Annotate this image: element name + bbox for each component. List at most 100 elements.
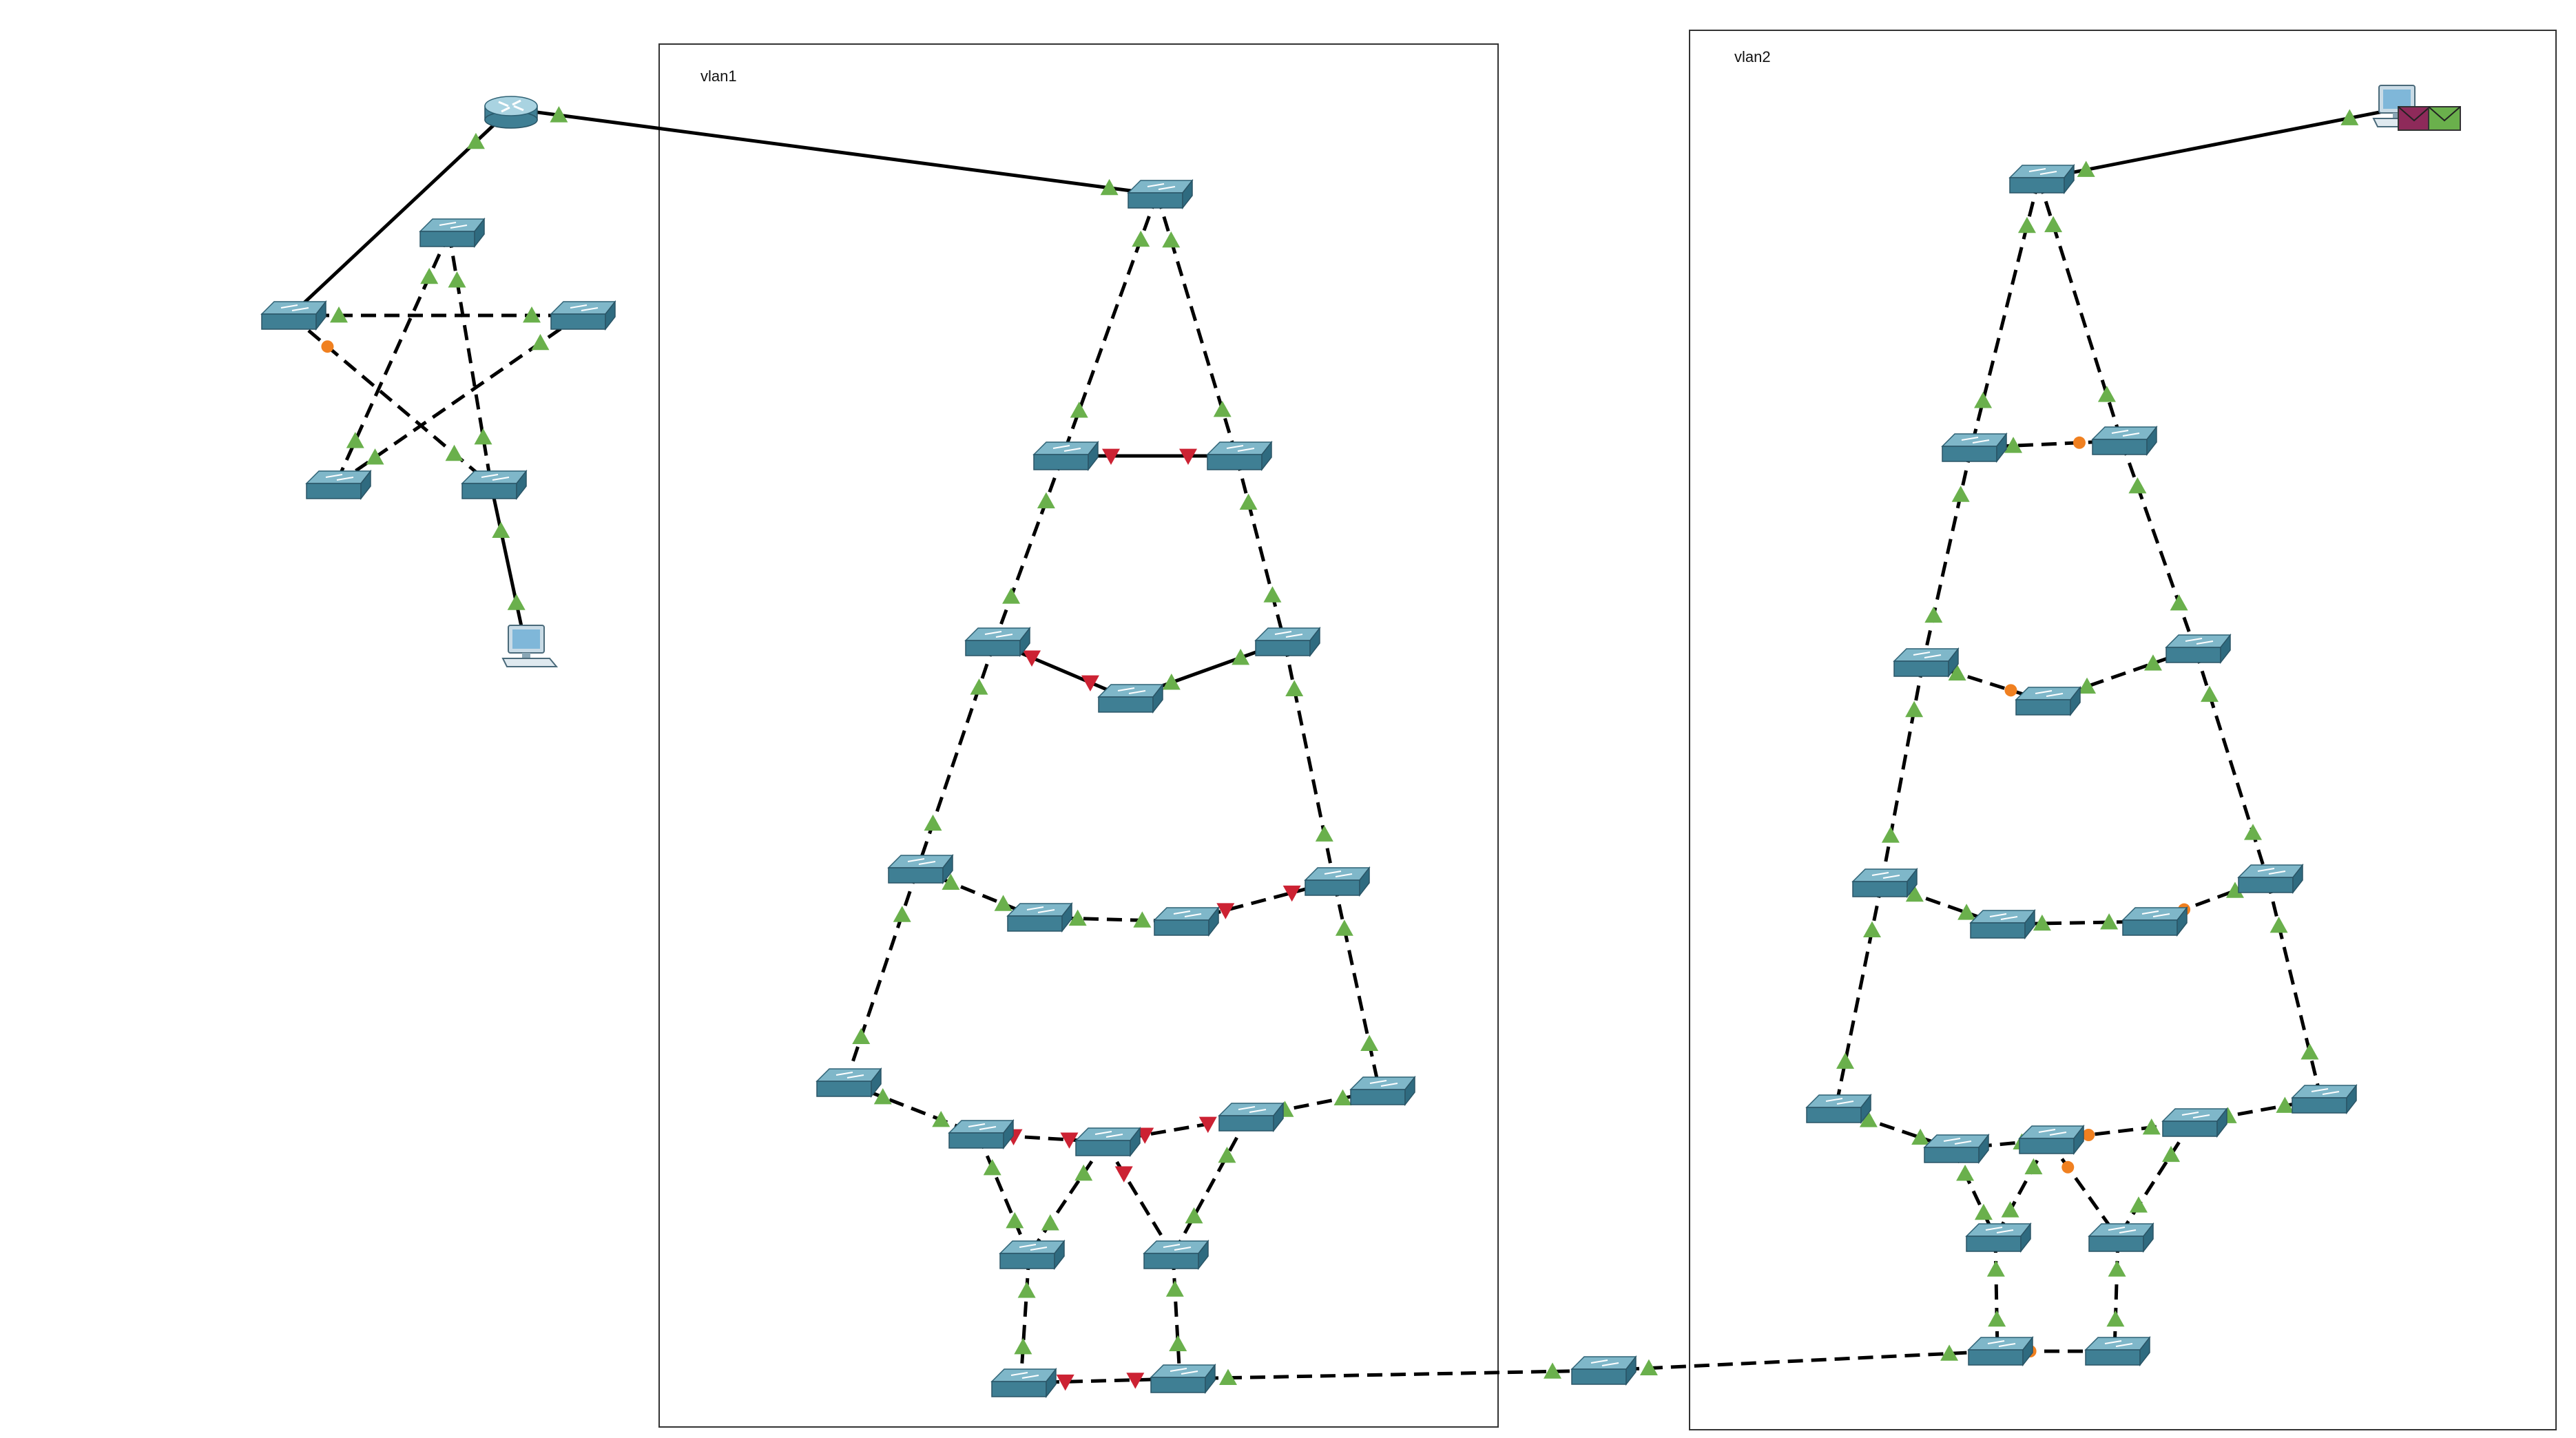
link-v2_4ml-v2_4mr-b-link-up-marker: [2100, 913, 2119, 930]
link-v1_2l-v1_3l[interactable]: [993, 455, 1065, 643]
link-v2_2l-v2_3l[interactable]: [1921, 447, 1973, 663]
link-router-v1_top[interactable]: [510, 107, 1158, 196]
link-s_r-s_bl-a-link-up-marker: [531, 333, 550, 351]
link-v1_4l-v1_5l[interactable]: [844, 868, 920, 1083]
switch-icon[interactable]: [2161, 1107, 2228, 1138]
switch-icon[interactable]: [948, 1118, 1015, 1150]
link-v1_5a-v1_6l[interactable]: [976, 1134, 1031, 1255]
link-v1_5l-v1_5a-b-link-up-marker: [932, 1111, 951, 1127]
link-v2_2r-v2_3r[interactable]: [2119, 440, 2197, 649]
switch-icon[interactable]: [1074, 1126, 1141, 1158]
switch-icon[interactable]: [2008, 163, 2075, 195]
switch-icon[interactable]: [964, 626, 1031, 658]
link-v2_6r-v2_7r[interactable]: [2112, 1237, 2120, 1352]
switch-icon[interactable]: [1304, 866, 1371, 897]
link-s_top-s_bl-a-link-up-marker: [420, 267, 439, 284]
switch-icon[interactable]: [2015, 685, 2081, 717]
link-v1_6r-v1_7r[interactable]: [1171, 1254, 1182, 1379]
link-v2_4r-v2_5r[interactable]: [2265, 878, 2323, 1100]
link-v2_3l-v2_4l-a-link-up-marker: [1905, 700, 1924, 718]
switch-icon[interactable]: [990, 1367, 1057, 1399]
link-v1_7r-mid[interactable]: [1179, 1368, 1601, 1381]
link-v2_5a-v2_6l[interactable]: [1951, 1147, 1997, 1239]
switch-icon[interactable]: [1127, 178, 1194, 210]
switch-icon[interactable]: [1150, 1363, 1216, 1395]
link-v2_top-pc2-a-link-up-marker: [2077, 160, 2095, 177]
switch-icon[interactable]: [1218, 1101, 1285, 1133]
link-v1_5b-v1_5c-b-link-down-marker: [1198, 1116, 1217, 1134]
link-v2_5l-v2_5a-a-link-up-marker: [1859, 1111, 1878, 1127]
link-v2_3m-v2_3r-a-link-up-marker: [2078, 677, 2097, 694]
switch-icon[interactable]: [2291, 1083, 2358, 1115]
link-v2_6r-v2_7r-a-link-up-marker: [2108, 1260, 2126, 1277]
link-v1_5b-v1_6l[interactable]: [1027, 1140, 1107, 1256]
link-v2_4l-v2_4ml-b-link-up-marker: [1957, 904, 1976, 920]
switch-icon[interactable]: [1032, 440, 1099, 472]
link-v1_3r-v1_4r[interactable]: [1282, 641, 1336, 882]
link-v2_5b-v2_6l[interactable]: [1993, 1138, 2050, 1239]
link-v2_5b-v2_6r[interactable]: [2046, 1138, 2120, 1239]
switch-icon[interactable]: [1097, 682, 1164, 714]
link-v2_3r-v2_4r-a-link-up-marker: [2200, 685, 2219, 702]
switch-icon[interactable]: [550, 300, 616, 331]
switch-icon[interactable]: [2018, 1124, 2085, 1156]
switch-icon[interactable]: [816, 1067, 882, 1098]
switch-icon[interactable]: [419, 217, 486, 249]
switch-icon[interactable]: [1893, 647, 1960, 678]
link-v2_5c-v2_6r-a-link-up-marker: [2162, 1145, 2181, 1163]
link-v1_3r-v1_4r-b-link-up-marker: [1315, 825, 1333, 842]
switch-icon[interactable]: [1941, 432, 2008, 463]
switch-icon[interactable]: [2088, 1222, 2154, 1253]
switch-icon[interactable]: [2084, 1335, 2151, 1367]
link-v1_7l-v1_7r-a-link-down-marker: [1056, 1374, 1074, 1391]
switch-icon[interactable]: [2165, 633, 2232, 665]
link-v1_5c-v1_6r[interactable]: [1171, 1116, 1250, 1256]
vlan1-area[interactable]: [658, 43, 1499, 1428]
link-v2_5c-v2_6r-b-link-up-marker: [2129, 1196, 2148, 1213]
link-mid-v2_7l[interactable]: [1600, 1349, 1998, 1373]
link-s_br-pc1[interactable]: [489, 484, 528, 649]
switch-icon[interactable]: [1349, 1075, 1416, 1107]
link-v2_5c-v2_6r[interactable]: [2116, 1121, 2194, 1239]
link-v1_4r-v1_5r[interactable]: [1332, 881, 1382, 1092]
link-v1_3l-v1_4l[interactable]: [915, 641, 997, 870]
link-v1_2r-v1_3r[interactable]: [1234, 455, 1287, 643]
link-v1_2r-v1_3r-b-link-up-marker: [1263, 586, 1282, 603]
switch-icon[interactable]: [1570, 1355, 1637, 1386]
link-v2_4r-v2_5r-a-link-up-marker: [2269, 917, 2288, 933]
switch-icon[interactable]: [1851, 867, 1918, 899]
switch-icon[interactable]: [1967, 1335, 2034, 1367]
link-v2_2l-v2_2r-a-link-up-marker: [2004, 437, 2023, 453]
pc-icon[interactable]: [501, 625, 559, 667]
link-v2_top-pc2[interactable]: [2038, 107, 2398, 181]
link-v1_6l-v1_7l[interactable]: [1019, 1254, 1031, 1384]
switch-icon[interactable]: [1254, 626, 1321, 658]
router-icon[interactable]: [484, 96, 538, 129]
switch-icon[interactable]: [260, 300, 327, 331]
switch-icon[interactable]: [1965, 1222, 2032, 1253]
switch-icon[interactable]: [2237, 863, 2304, 895]
switch-icon[interactable]: [999, 1239, 1066, 1271]
switch-icon[interactable]: [2091, 425, 2158, 457]
link-v1_2l-v1_2r-a-link-down-marker: [1102, 448, 1120, 465]
switch-icon[interactable]: [1006, 902, 1073, 933]
switch-icon[interactable]: [2121, 906, 2188, 937]
link-v2_4l-v2_5l[interactable]: [1834, 882, 1884, 1109]
switch-icon[interactable]: [1805, 1093, 1872, 1125]
link-v2_3r-v2_4r[interactable]: [2193, 648, 2269, 879]
link-v2_5a-v2_6l-b-link-up-marker: [1974, 1203, 1993, 1220]
switch-icon[interactable]: [1923, 1133, 1990, 1165]
switch-icon[interactable]: [461, 469, 528, 501]
switch-icon[interactable]: [1206, 440, 1273, 472]
link-v1_5b-v1_6r[interactable]: [1103, 1140, 1175, 1256]
link-v2_3l-v2_4l[interactable]: [1880, 662, 1925, 884]
switch-icon[interactable]: [1153, 906, 1220, 937]
switch-icon[interactable]: [887, 853, 954, 885]
link-v1_3l-v1_4l-b-link-up-marker: [924, 814, 942, 831]
switch-icon[interactable]: [1969, 908, 2036, 940]
link-v2_6l-v2_7l[interactable]: [1993, 1237, 1999, 1352]
vlan2-area[interactable]: [1689, 30, 2557, 1430]
switch-icon[interactable]: [305, 469, 372, 501]
switch-icon[interactable]: [1143, 1239, 1209, 1271]
